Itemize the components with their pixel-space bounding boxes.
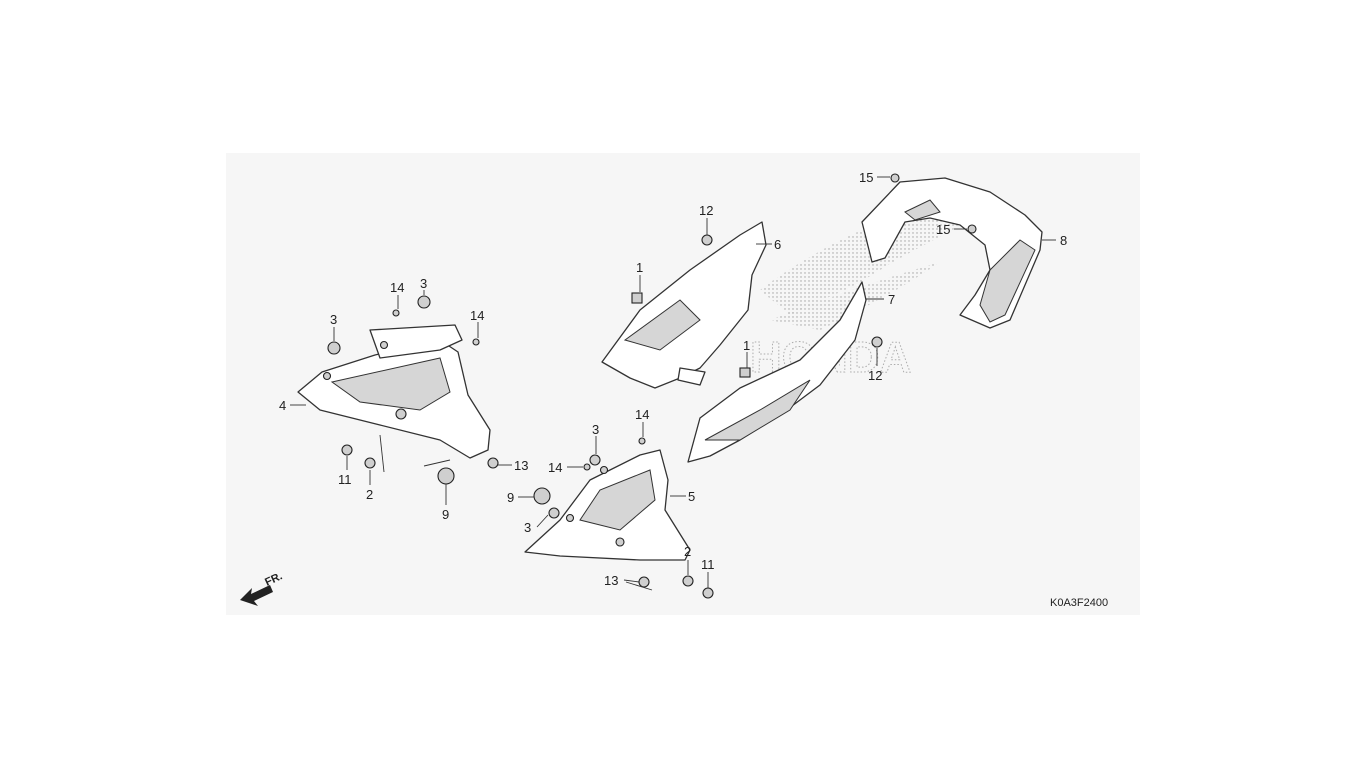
clip-1a: [631, 292, 643, 304]
clip-13b: [638, 576, 650, 588]
callout-11: 11: [701, 557, 715, 572]
callout-14: 14: [470, 308, 484, 323]
collar-2a: [364, 457, 376, 469]
grommet-3d: [548, 507, 560, 519]
part-8-rear-cover: [861, 177, 1043, 329]
screw-15b: [967, 224, 977, 234]
direction-label: FR.: [263, 570, 284, 588]
grommet-3a: [327, 341, 341, 355]
screw-12a: [701, 234, 713, 246]
callout-12: 12: [868, 368, 882, 383]
front-direction-indicator: FR.: [240, 570, 284, 606]
callout-2: 2: [684, 544, 691, 559]
callout-13: 13: [514, 458, 528, 473]
callout-1: 1: [636, 260, 643, 275]
screw-14c: [638, 437, 646, 445]
callout-15: 15: [936, 222, 950, 237]
leader-lines: [290, 176, 1056, 591]
callout-11: 11: [338, 472, 352, 487]
screw-14a: [392, 309, 400, 317]
screw-12b: [871, 336, 883, 348]
callout-5: 5: [688, 489, 695, 504]
grommet-9a: [437, 467, 455, 485]
callout-14: 14: [635, 407, 649, 422]
callout-7: 7: [888, 292, 895, 307]
bolt-11b: [702, 587, 714, 599]
part-4-side-cover: [297, 324, 491, 459]
callout-14: 14: [390, 280, 404, 295]
callouts: 1 1 2 2 3 3 3 3 4 5 6 7 8 9 9 11 11 12 1…: [279, 170, 1067, 588]
screw-14d: [583, 463, 591, 471]
callout-3: 3: [524, 520, 531, 535]
callout-15: 15: [859, 170, 873, 185]
part-6-side-cover: [601, 221, 767, 389]
callout-1: 1: [743, 338, 750, 353]
bolt-11a: [341, 444, 353, 456]
callout-14: 14: [548, 460, 562, 475]
callout-2: 2: [366, 487, 373, 502]
part-7-side-cover: [687, 281, 867, 463]
diagram-code: K0A3F2400: [1050, 597, 1109, 609]
clip-13a: [487, 457, 499, 469]
grommet-9b: [533, 487, 551, 505]
callout-3: 3: [420, 276, 427, 291]
callout-8: 8: [1060, 233, 1067, 248]
screw-15a: [890, 173, 900, 183]
part-5-side-cover: [524, 449, 691, 561]
arrow-left-icon: [240, 585, 273, 606]
callout-3: 3: [592, 422, 599, 437]
grommet-3b: [417, 295, 431, 309]
collar-2b: [682, 575, 694, 587]
callout-9: 9: [507, 490, 514, 505]
callout-9: 9: [442, 507, 449, 522]
callout-3: 3: [330, 312, 337, 327]
hardware-parts: [327, 173, 977, 599]
grommet-3c: [589, 454, 601, 466]
callout-6: 6: [774, 237, 781, 252]
screw-14b: [472, 338, 480, 346]
callout-12: 12: [699, 203, 713, 218]
callout-4: 4: [279, 398, 286, 413]
callout-13: 13: [604, 573, 618, 588]
